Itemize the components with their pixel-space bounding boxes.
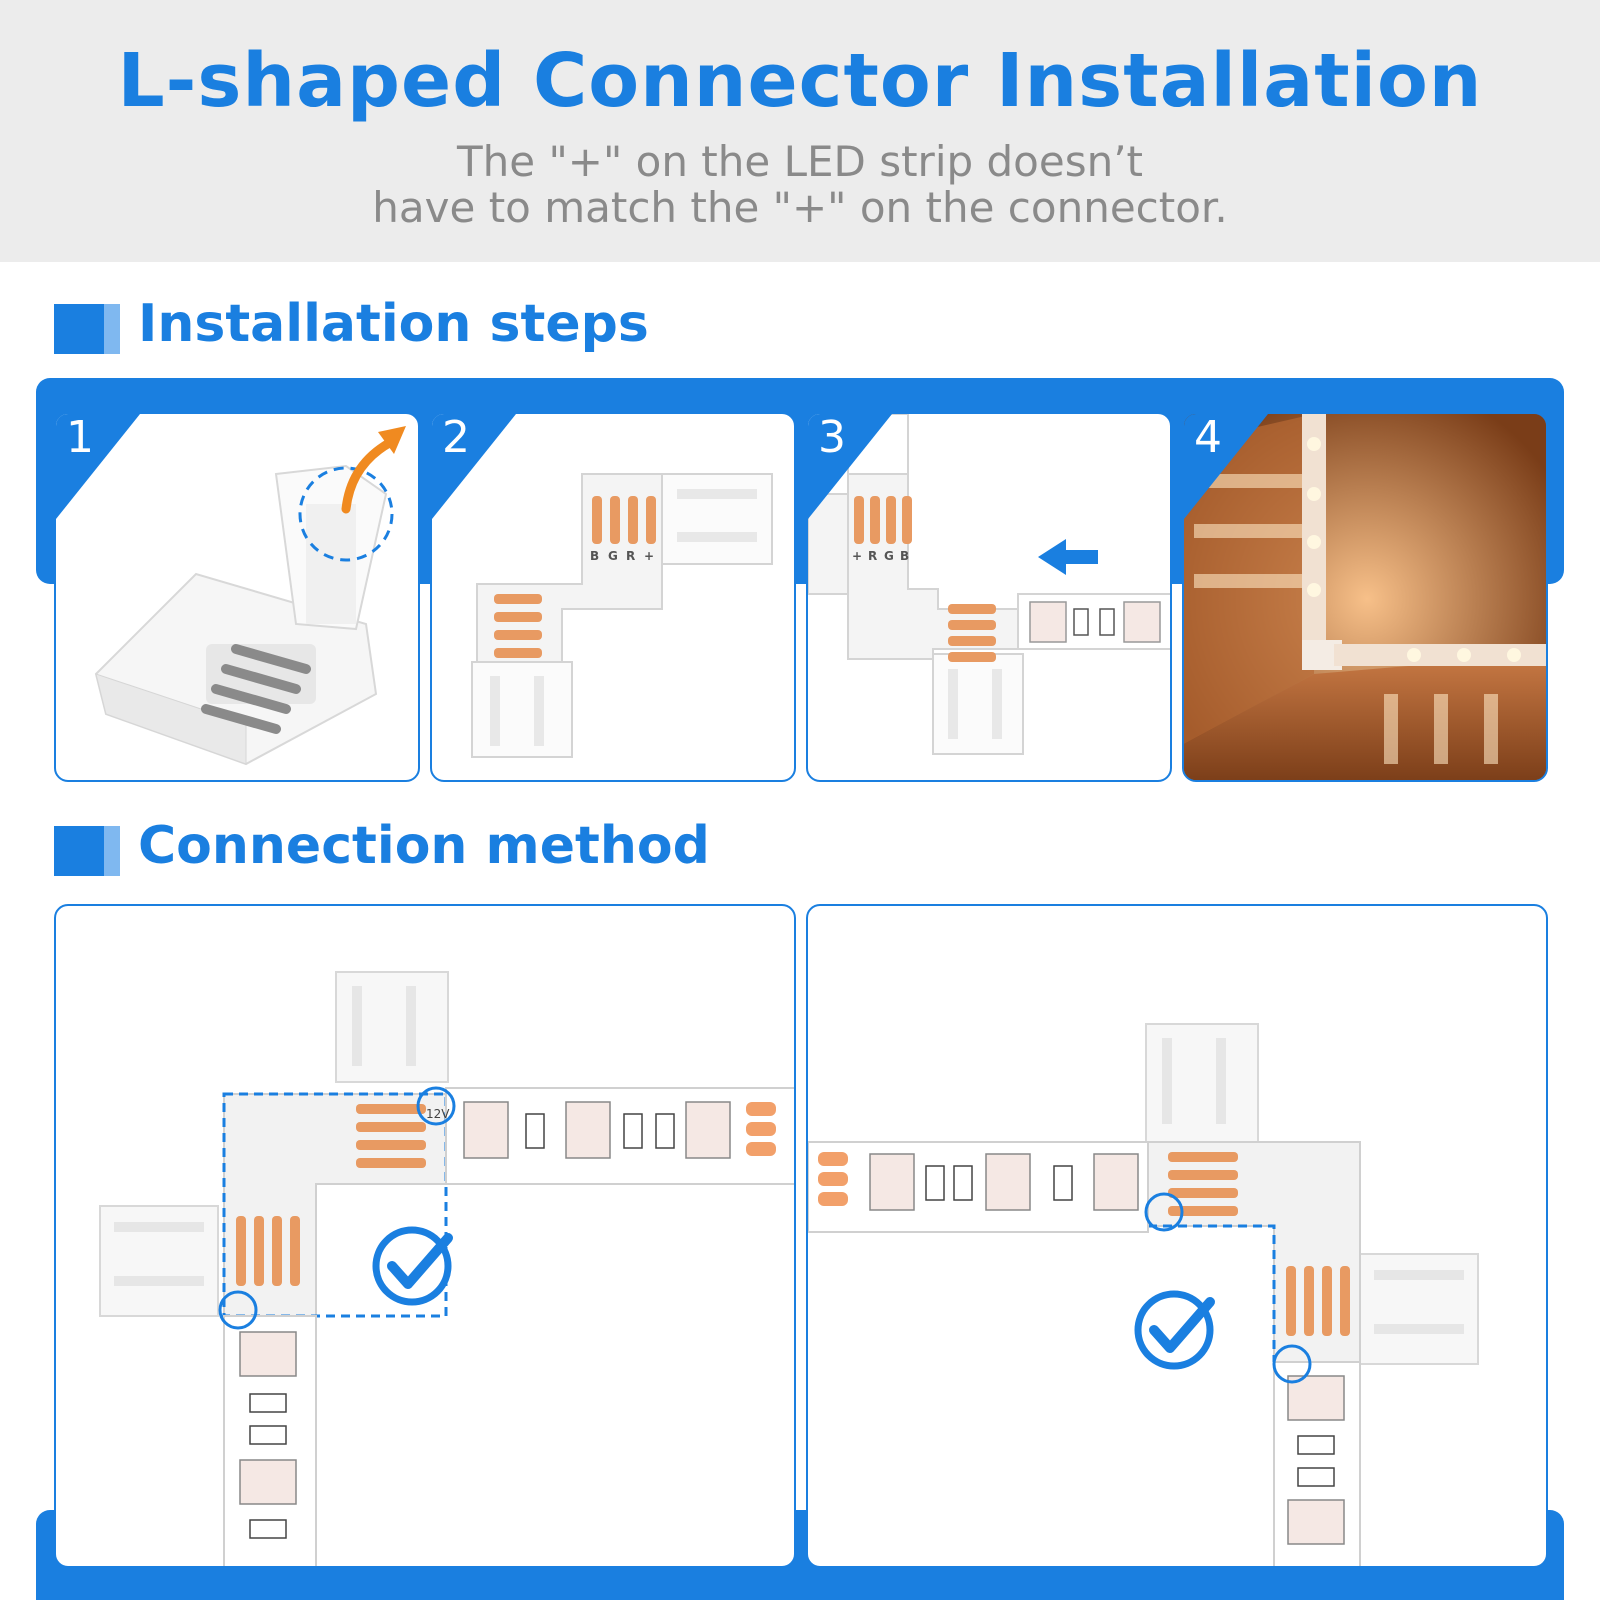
section-marker <box>54 304 104 354</box>
step-2-illustration: B G R + <box>432 414 773 758</box>
pin-label: + <box>852 549 862 563</box>
pin-label: G <box>884 549 894 563</box>
step-number-1: 1 <box>66 412 94 463</box>
arrow-left-icon <box>1038 539 1098 575</box>
connection-right-illustration <box>808 1023 1479 1566</box>
curved-arrow-icon <box>341 437 396 514</box>
check-circle-icon <box>1134 1290 1215 1370</box>
header-banner: L-shaped Connector Installation The "+" … <box>0 0 1600 262</box>
voltage-label: 12V <box>426 1107 450 1121</box>
step-card-2: B G R + 2 <box>430 412 796 782</box>
section-marker <box>54 826 104 876</box>
section-marker-accent <box>104 826 120 876</box>
pin-label: G <box>608 549 618 563</box>
pin-label: B <box>900 549 909 563</box>
page-title: L-shaped Connector Installation <box>117 38 1483 124</box>
check-circle-icon <box>372 1226 453 1306</box>
step-card-1: 1 <box>54 412 420 782</box>
step-card-4: 4 <box>1182 412 1548 782</box>
section-title-connection: Connection method <box>138 816 710 876</box>
step-number-3: 3 <box>818 412 846 463</box>
pin-label: B <box>590 549 599 563</box>
pin-label: + <box>644 549 654 563</box>
connection-left-illustration: 12V <box>99 971 794 1566</box>
section-marker-accent <box>104 304 120 354</box>
step-3-illustration: + R G B <box>808 414 1170 755</box>
step-card-3: + R G B 3 <box>806 412 1172 782</box>
subtitle-line-1: The "+" on the LED strip doesn’t <box>456 137 1144 186</box>
pin-label: R <box>626 549 635 563</box>
step-1-illustration <box>56 414 406 766</box>
section-title-installation: Installation steps <box>138 294 649 354</box>
connection-card-right <box>806 904 1548 1568</box>
subtitle-line-2: have to match the "+" on the connector. <box>372 183 1228 232</box>
page-subtitle: The "+" on the LED strip doesn’t have to… <box>0 139 1600 231</box>
step-number-2: 2 <box>442 412 470 463</box>
pin-label: R <box>868 549 877 563</box>
step-number-4: 4 <box>1194 412 1222 463</box>
step-4-photo <box>1184 414 1546 780</box>
connection-card-left: 12V <box>54 904 796 1568</box>
